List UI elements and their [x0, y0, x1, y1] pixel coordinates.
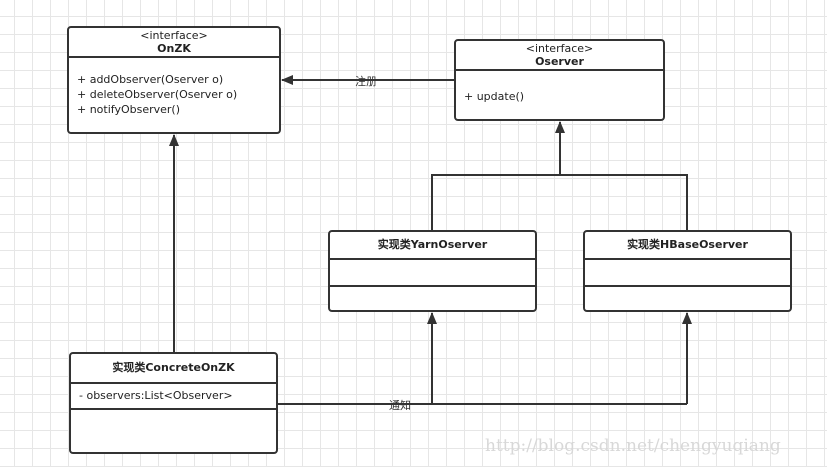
class-name: Oserver — [535, 55, 584, 68]
yarn-oserver-box[interactable]: 实现类YarnOserver — [328, 230, 537, 312]
watermark: http://blog.csdn.net/chengyuqiang — [485, 436, 781, 456]
method: + update() — [464, 90, 525, 103]
method: + notifyObserver() — [77, 103, 181, 116]
class-name: 实现类YarnOserver — [330, 232, 535, 260]
stereotype: <interface> — [140, 29, 208, 42]
notify-label: 通知 — [389, 399, 411, 412]
class-name: OnZK — [157, 42, 191, 55]
class-name: 实现类HBaseOserver — [585, 232, 790, 260]
implements-branch — [431, 174, 688, 231]
method: + addObserver(Oserver o) — [77, 73, 224, 86]
attributes-section — [585, 260, 790, 287]
attribute: - observers:List<Observer> — [79, 389, 233, 402]
onzk-interface-box[interactable]: <interface> OnZK + addObserver(Oserver o… — [67, 26, 281, 134]
attributes-section — [330, 260, 535, 287]
class-name: 实现类ConcreteOnZK — [71, 354, 276, 384]
hbase-oserver-box[interactable]: 实现类HBaseOserver — [583, 230, 792, 312]
concrete-onzk-box[interactable]: 实现类ConcreteOnZK - observers:List<Observe… — [69, 352, 278, 454]
stereotype: <interface> — [525, 42, 594, 55]
method: + deleteObserver(Oserver o) — [77, 88, 238, 101]
oserver-interface-box[interactable]: <interface> Oserver + update() — [454, 39, 665, 121]
register-label: 注册 — [355, 75, 377, 88]
